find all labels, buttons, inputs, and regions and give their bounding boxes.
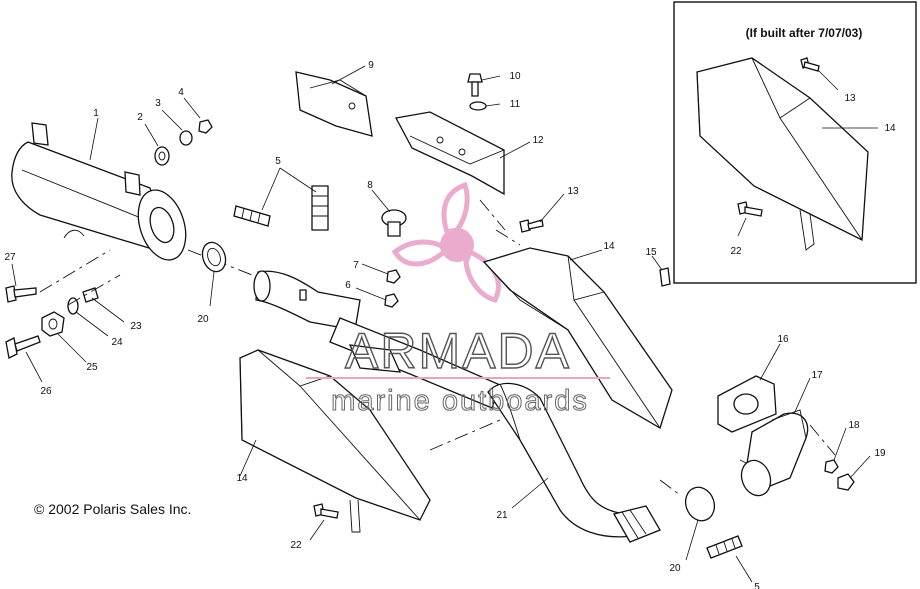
callout-6: 6: [345, 280, 351, 291]
callout-14-inset: 14: [884, 123, 896, 134]
callout-23: 23: [130, 321, 142, 332]
bolt-26: [5, 335, 41, 359]
callout-5-lower: 5: [754, 582, 760, 589]
callout-19: 19: [874, 448, 886, 459]
washer-11: [469, 101, 487, 111]
callout-14-lower: 14: [236, 473, 248, 484]
callout-21: 21: [496, 510, 508, 521]
bolt-22: [313, 503, 339, 519]
callout-14-center: 14: [603, 241, 615, 252]
watermark-title: ARMADA: [345, 323, 571, 379]
heat-shield-14-lower: [239, 349, 431, 533]
callout-10: 10: [509, 71, 521, 82]
heat-shield-14-center: [482, 247, 673, 429]
watermark-subtitle: marine outboards: [331, 385, 589, 417]
mid-pipe: [253, 270, 501, 409]
callout-7: 7: [353, 260, 359, 271]
spring-5-right: [311, 185, 329, 231]
callout-13-inset: 13: [844, 93, 856, 104]
nut-6: [384, 293, 399, 308]
inset-heat-shield: [696, 57, 869, 242]
callout-24: 24: [111, 337, 123, 348]
washer-2: [154, 146, 170, 166]
gasket-20-upper: [201, 241, 227, 273]
grommet-8: [381, 209, 407, 237]
callout-16: 16: [777, 334, 789, 345]
watermark-logo: [391, 181, 501, 303]
copyright-text: © 2002 Polaris Sales Inc.: [34, 501, 191, 517]
washer-24: [67, 297, 79, 315]
nut-25: [41, 311, 65, 337]
callout-1: 1: [93, 108, 99, 119]
lock-washer-3: [179, 130, 193, 146]
callout-12: 12: [532, 135, 544, 146]
clip-15: [659, 267, 671, 287]
bolt-13: [519, 219, 544, 233]
spacer-23: [82, 287, 99, 303]
callout-9: 9: [368, 60, 374, 71]
inset-bolt-13: [800, 57, 820, 72]
inset-panel: (If built after 7/07/03): [673, 1, 917, 284]
spring-5-lower: [706, 535, 743, 559]
callout-8: 8: [367, 180, 373, 191]
callout-22-main: 22: [290, 540, 302, 551]
inset-note: (If built after 7/07/03): [746, 26, 863, 40]
callout-13-main: 13: [567, 186, 579, 197]
callout-20-upper: 20: [197, 314, 209, 325]
head-pipe-21: [487, 382, 661, 543]
callout-5-upper: 5: [275, 156, 281, 167]
muffler: [11, 122, 187, 261]
gasket-20-lower: [684, 486, 716, 522]
spring-5-left: [233, 205, 271, 227]
bracket-12: [395, 111, 505, 196]
bolt-27: [5, 285, 37, 303]
leader-lines: [11, 65, 871, 583]
callout-11: 11: [510, 99, 521, 110]
exhaust-elbow-17: [740, 409, 809, 497]
flange-16: [717, 375, 777, 433]
nut-7: [386, 269, 401, 284]
bolt-10: [467, 73, 483, 97]
callout-labels: 1 2 3 4 5 5 6 7 8 9 10 11 12 13 13 14 14…: [4, 60, 896, 589]
callout-26: 26: [40, 386, 52, 397]
callout-3: 3: [155, 98, 161, 109]
nut-4: [198, 119, 213, 134]
callout-22-inset: 22: [730, 246, 742, 257]
callout-25: 25: [86, 362, 98, 373]
callout-17: 17: [811, 370, 823, 381]
callout-2: 2: [137, 112, 143, 123]
callout-20-lower: 20: [669, 563, 681, 574]
bracket-9: [295, 71, 373, 137]
callout-15: 15: [645, 247, 657, 258]
nut-18: [824, 459, 839, 474]
callout-27: 27: [4, 252, 16, 263]
inset-bolt-22: [737, 201, 763, 217]
callout-18: 18: [848, 420, 860, 431]
callout-4: 4: [178, 87, 184, 98]
